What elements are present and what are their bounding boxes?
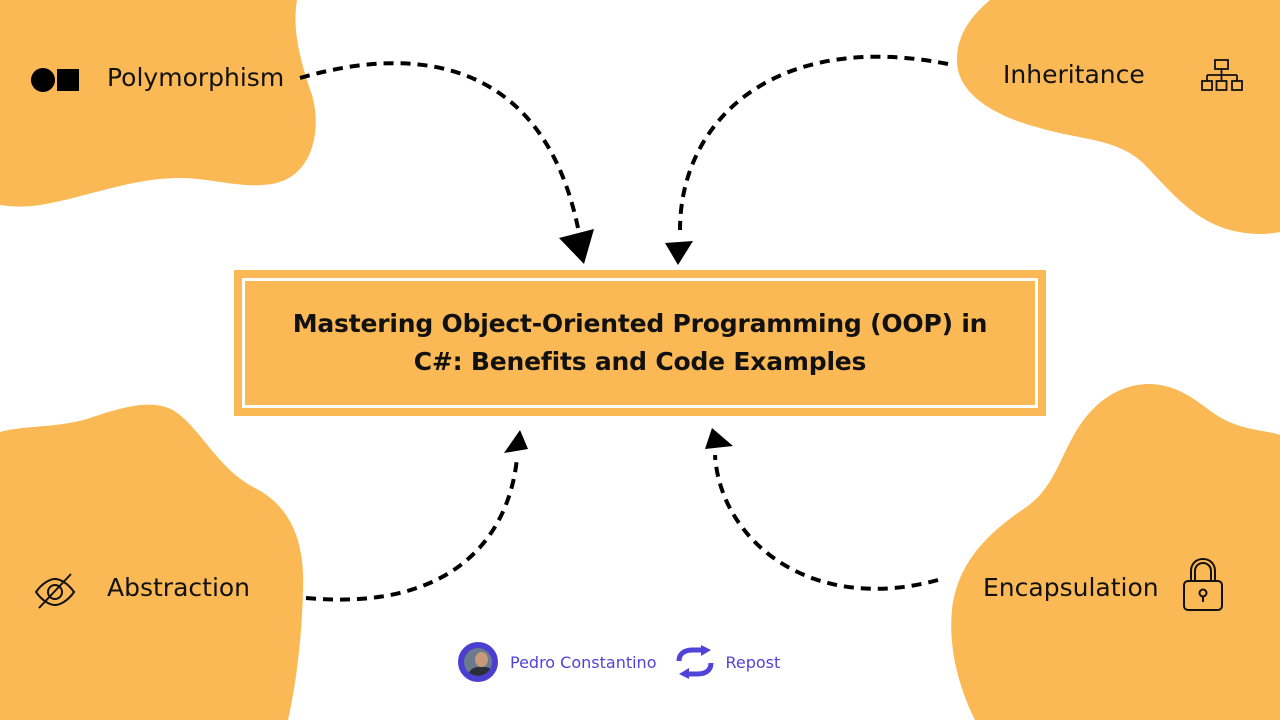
abstraction-label: Abstraction bbox=[107, 573, 251, 602]
arrowhead-encapsulation bbox=[705, 428, 733, 449]
lock-icon bbox=[1183, 557, 1223, 611]
blob-encapsulation bbox=[951, 384, 1280, 720]
page-title: Mastering Object-Oriented Programming (O… bbox=[293, 305, 988, 381]
repost-button[interactable]: Repost bbox=[725, 652, 781, 672]
blob-polymorphism bbox=[0, 0, 316, 207]
circle-square-icon bbox=[31, 68, 79, 92]
title-frame: Mastering Object-Oriented Programming (O… bbox=[242, 278, 1038, 408]
arrow-encapsulation bbox=[713, 454, 939, 591]
arrow-abstraction bbox=[305, 457, 519, 602]
arrowhead-polymorphism bbox=[559, 229, 594, 264]
avatar-head bbox=[475, 652, 488, 667]
eye-slash-icon bbox=[34, 573, 76, 609]
title-line-1: Mastering Object-Oriented Programming (O… bbox=[292, 309, 988, 338]
polymorphism-label: Polymorphism bbox=[107, 63, 285, 92]
arrow-polymorphism bbox=[299, 61, 580, 229]
arrow-inheritance bbox=[678, 54, 949, 231]
avatar-body bbox=[468, 667, 492, 676]
hierarchy-icon bbox=[1201, 59, 1243, 91]
blob-inheritance bbox=[956, 0, 1280, 234]
encapsulation-label: Encapsulation bbox=[983, 573, 1159, 602]
title-line-2: C#: Benefits and Code Examples bbox=[413, 347, 867, 376]
inheritance-label: Inheritance bbox=[1003, 60, 1145, 89]
arrowhead-abstraction bbox=[504, 430, 528, 453]
title-box: Mastering Object-Oriented Programming (O… bbox=[234, 270, 1046, 416]
author-name-link[interactable]: Pedro Constantino bbox=[510, 652, 657, 672]
avatar[interactable] bbox=[458, 642, 498, 682]
avatar-photo bbox=[464, 648, 492, 676]
repost-icon[interactable] bbox=[673, 645, 717, 679]
arrowhead-inheritance bbox=[665, 241, 693, 265]
blob-abstraction bbox=[0, 404, 304, 720]
footer: Pedro Constantino Repost bbox=[458, 640, 780, 684]
